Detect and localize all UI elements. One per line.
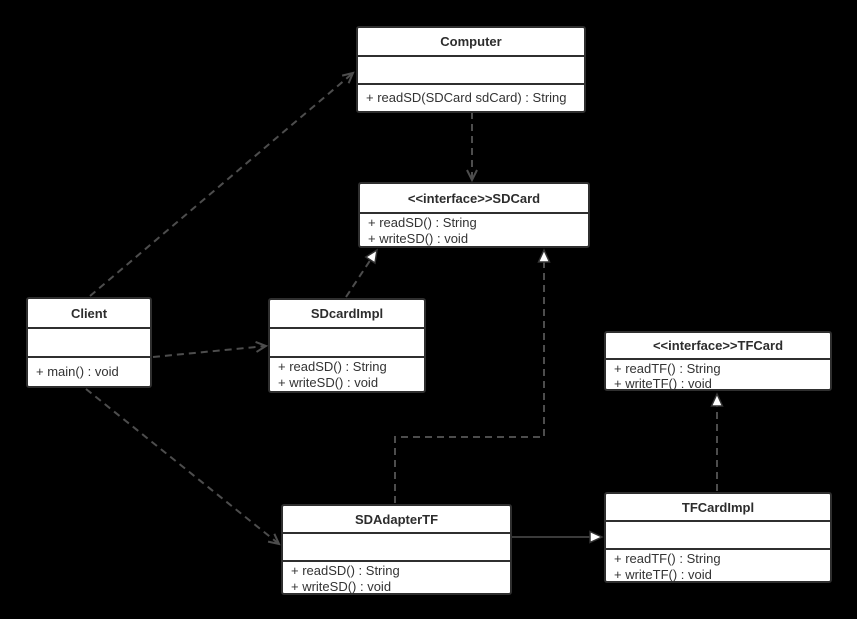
method-row: + main() : void (36, 364, 119, 379)
method-row: + writeTF() : void (614, 567, 712, 581)
edge-client-to-sdadaptertf-dependency[interactable] (85, 388, 281, 546)
edge-sdcardimpl-to-sdcard-realization[interactable] (345, 248, 378, 298)
method-row: + writeSD() : void (291, 579, 392, 593)
class-sdcard-interface[interactable]: <<interface>>SDCard + readSD() : String … (358, 182, 590, 248)
method-row: + writeTF() : void (614, 376, 712, 389)
attributes-compartment (28, 327, 150, 356)
class-title: SDcardImpl (310, 306, 384, 321)
method-row: + writeSD() : void (278, 375, 379, 390)
methods-compartment: + readTF() : String + writeTF() : void (606, 358, 830, 389)
class-title: SDAdapterTF (354, 511, 439, 527)
method-row: + readTF() : String (614, 551, 721, 566)
method-row: + writeSD() : void (368, 231, 469, 246)
methods-compartment: + readTF() : String + writeTF() : void (606, 548, 830, 581)
class-client[interactable]: Client + main() : void (26, 297, 152, 388)
methods-compartment: + readSD() : String + writeSD() : void (283, 560, 510, 593)
method-row: + readTF() : String (614, 361, 721, 376)
attributes-compartment (270, 327, 424, 356)
methods-compartment: + readSD(SDCard sdCard) : String (358, 83, 584, 111)
attributes-compartment (358, 55, 584, 83)
class-tfcard-interface[interactable]: <<interface>>TFCard + readTF() : String … (604, 331, 832, 391)
methods-compartment: + readSD() : String + writeSD() : void (360, 212, 588, 246)
class-sdcardimpl[interactable]: SDcardImpl + readSD() : String + writeSD… (268, 298, 426, 393)
edge-client-to-sdcardimpl-dependency[interactable] (152, 341, 269, 358)
method-row: + readSD(SDCard sdCard) : String (366, 90, 567, 105)
methods-compartment: + main() : void (28, 356, 150, 386)
class-title: <<interface>>TFCard (652, 338, 784, 353)
class-title: TFCardImpl (681, 499, 755, 515)
attributes-compartment (606, 520, 830, 548)
class-title: Computer (440, 34, 502, 49)
method-row: + readSD() : String (291, 563, 400, 578)
class-tfcardimpl[interactable]: TFCardImpl + readTF() : String + writeTF… (604, 492, 832, 583)
class-title: <<interface>>SDCard (407, 190, 541, 206)
edge-client-to-computer-dependency[interactable] (89, 71, 355, 297)
attributes-compartment (283, 532, 510, 560)
class-sdadaptertf[interactable]: SDAdapterTF + readSD() : String + writeS… (281, 504, 512, 595)
methods-compartment: + readSD() : String + writeSD() : void (270, 356, 424, 391)
method-row: + readSD() : String (368, 215, 477, 230)
method-row: + readSD() : String (278, 359, 387, 374)
class-computer[interactable]: Computer + readSD(SDCard sdCard) : Strin… (356, 26, 586, 113)
class-title: Client (70, 305, 108, 321)
